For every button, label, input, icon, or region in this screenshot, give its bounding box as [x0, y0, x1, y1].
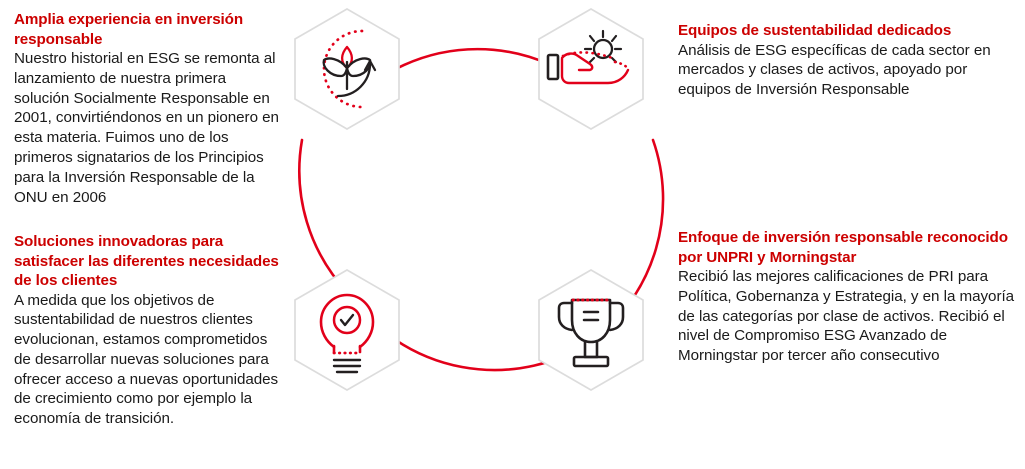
heading-soluciones-innovadoras: Soluciones innovadoras para satisfacer l…: [14, 233, 279, 289]
hex-node-top-left[interactable]: [294, 8, 400, 130]
text-block-bottom-left: Soluciones innovadoras para satisfacer l…: [14, 232, 286, 429]
heading-equipos-sustentabilidad: Equipos de sustentabilidad dedicados: [678, 22, 952, 39]
hex-node-top-right[interactable]: [538, 8, 644, 130]
hex-node-bottom-right[interactable]: [538, 269, 644, 391]
lightbulb-check-icon: [319, 293, 375, 374]
hexagon-bottom-right: [538, 269, 644, 391]
hexagon-bottom-left: [294, 269, 400, 391]
plant-growth-icon: [322, 29, 377, 109]
trophy-icon: [557, 298, 625, 368]
body-enfoque-unpri-morningstar: Recibió las mejores calificaciones de PR…: [678, 268, 1015, 365]
heading-amplia-experiencia: Amplia experiencia en inversión responsa…: [14, 11, 244, 48]
body-equipos-sustentabilidad: Análisis de ESG específicas de cada sect…: [678, 41, 991, 99]
text-block-bottom-right: Enfoque de inversión responsable reconoc…: [678, 228, 1025, 366]
hand-sun-icon: [546, 29, 631, 85]
text-block-top-left: Amplia experiencia en inversión responsa…: [14, 10, 282, 207]
text-block-top-right: Equipos de sustentabilidad dedicados Aná…: [678, 21, 1020, 100]
central-circular-diagram: [285, 0, 670, 400]
hex-node-bottom-left[interactable]: [294, 269, 400, 391]
body-soluciones-innovadoras: A medida que los objetivos de sustentabi…: [14, 291, 279, 428]
heading-enfoque-unpri-morningstar: Enfoque de inversión responsable reconoc…: [678, 229, 1008, 266]
body-amplia-experiencia: Nuestro historial en ESG se remonta al l…: [14, 50, 279, 206]
